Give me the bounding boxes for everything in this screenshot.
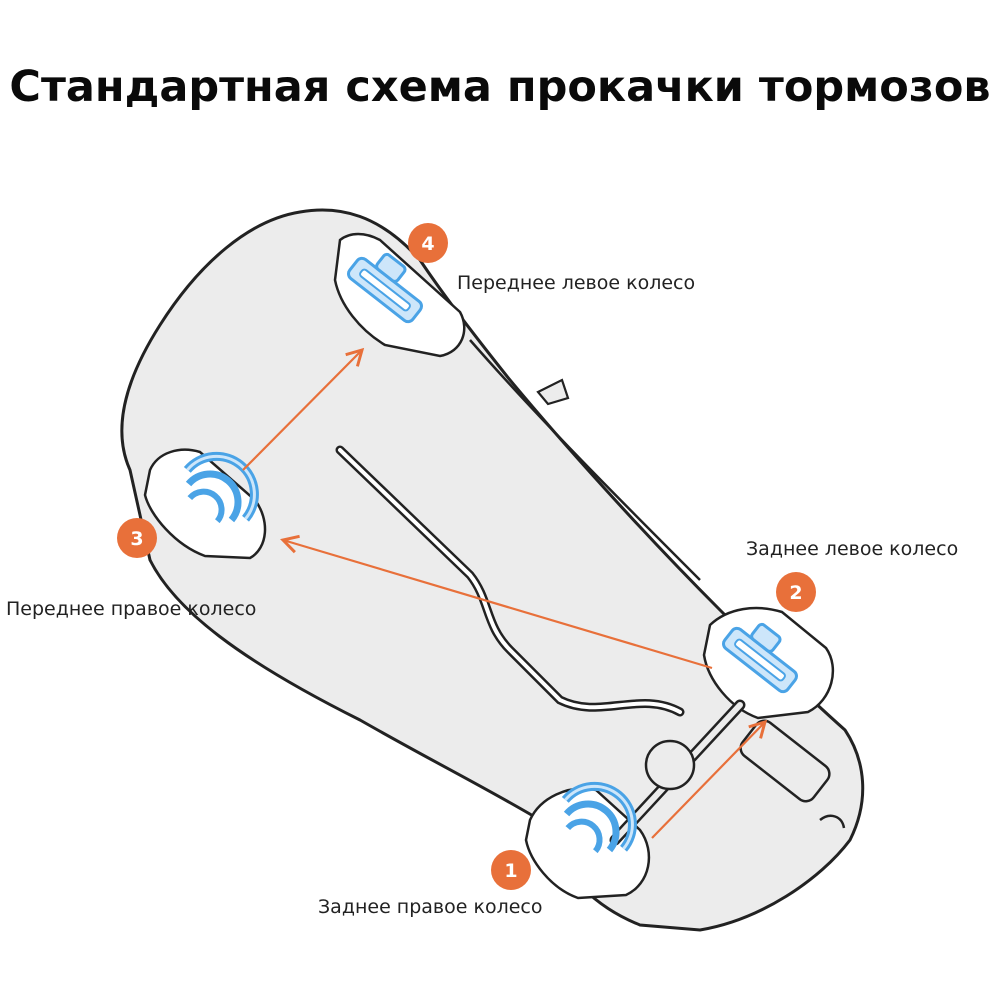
label-rear-right-wheel: Заднее правое колесо — [318, 896, 543, 918]
brake-front-right — [183, 451, 259, 524]
brake-rear-right — [561, 781, 637, 854]
svg-text:3: 3 — [130, 528, 143, 550]
svg-text:4: 4 — [421, 233, 434, 255]
page-title: Стандартная схема прокачки тормозов — [9, 62, 991, 112]
svg-text:1: 1 — [504, 860, 517, 882]
car-side-line — [469, 339, 701, 581]
label-rear-left-wheel: Заднее левое колесо — [746, 538, 959, 560]
label-front-right-wheel: Переднее правое колесо — [6, 598, 257, 620]
brake-front-left — [347, 252, 423, 324]
car-outline — [120, 208, 865, 932]
step-badge-2: 2 — [776, 572, 816, 612]
exhaust-pipe-inner — [338, 448, 682, 714]
step-badge-1: 1 — [491, 850, 531, 890]
arrow-3-to-4 — [242, 347, 365, 471]
brake-rear-left — [722, 622, 798, 694]
step-badge-4: 4 — [408, 223, 448, 263]
rear-hook — [819, 814, 846, 829]
arrow-2-to-3 — [280, 534, 713, 670]
car-body — [120, 208, 865, 932]
arrow-1-to-2 — [651, 719, 768, 839]
bleed-arrows — [242, 347, 768, 839]
car-mirror — [536, 378, 570, 406]
step-badge-3: 3 — [117, 518, 157, 558]
label-front-left-wheel: Переднее левое колесо — [457, 272, 696, 294]
step-badges: 1 2 3 4 — [117, 223, 816, 890]
svg-text:2: 2 — [789, 582, 802, 604]
brakes — [183, 252, 798, 854]
front-right-arch — [143, 448, 267, 560]
differential — [644, 739, 696, 791]
rear-right-arch — [524, 787, 651, 900]
